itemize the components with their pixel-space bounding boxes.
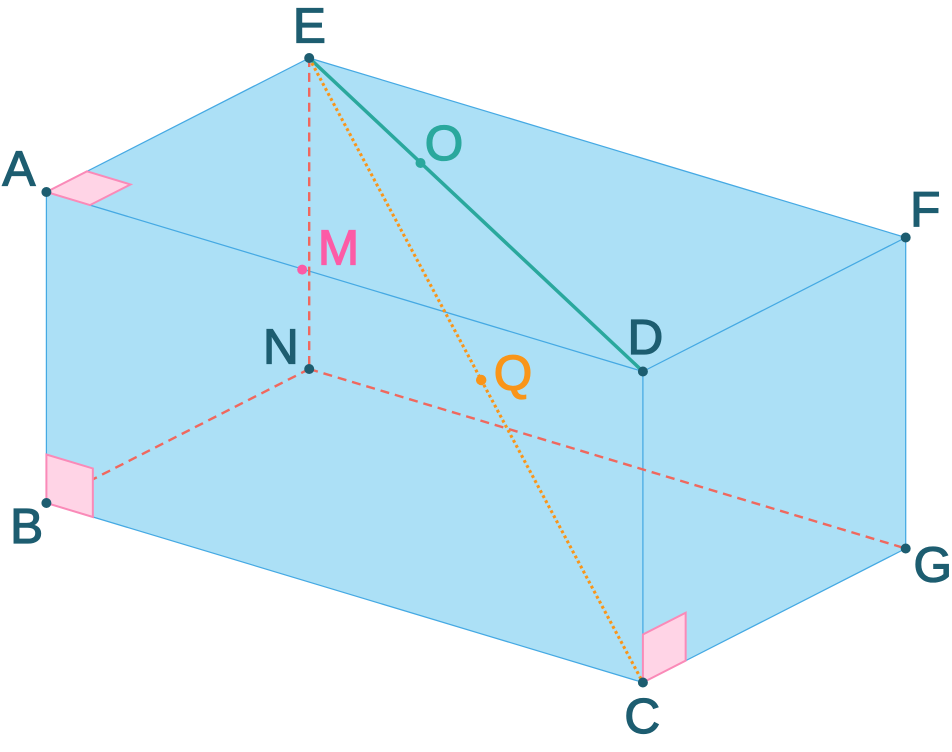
right-angle-marker-C <box>641 611 687 685</box>
vertex-label-D: D <box>628 310 664 365</box>
vertex-dot-A <box>41 187 52 197</box>
point-dot-Q <box>476 374 487 386</box>
point-label-M: M <box>318 221 359 276</box>
right-angle-marker-B <box>45 453 94 519</box>
edge-GC <box>642 547 906 684</box>
edge-EF <box>309 57 906 239</box>
vertex-dot-B <box>41 498 52 508</box>
vertex-dot-F <box>900 232 911 243</box>
segment-EC <box>307 57 645 684</box>
vertex-dot-N <box>304 364 315 374</box>
edge-DF <box>642 236 906 373</box>
edge-AD <box>46 191 644 373</box>
vertex-dot-E <box>304 53 315 63</box>
vertex-dot-C <box>637 677 648 688</box>
vertex-label-C: C <box>624 689 660 744</box>
vertex-label-E: E <box>293 0 326 54</box>
vertex-label-N: N <box>263 319 299 374</box>
vertex-label-A: A <box>2 142 35 197</box>
edge-AE <box>46 57 310 193</box>
right-angle-marker-A <box>43 170 134 207</box>
point-dot-M <box>297 264 308 275</box>
vertex-dot-G <box>900 543 911 554</box>
vertex-dot-D <box>637 366 648 377</box>
point-dot-O <box>415 158 426 168</box>
vertex-label-B: B <box>10 499 43 554</box>
edge-CB <box>46 502 644 684</box>
segment-ED <box>308 56 645 373</box>
vertex-label-G: G <box>914 538 952 593</box>
vertex-label-F: F <box>910 182 940 237</box>
point-label-O: O <box>425 116 464 171</box>
point-label-Q: Q <box>494 346 533 401</box>
